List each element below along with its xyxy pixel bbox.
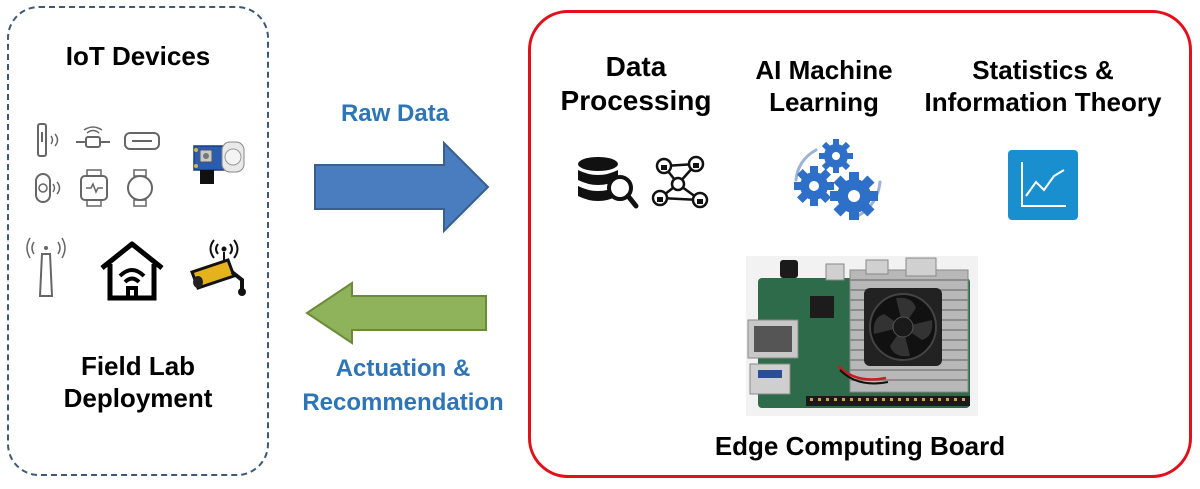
field-lab-line1: Field Lab <box>80 351 196 381</box>
network-lock-icon <box>651 155 709 209</box>
vr-headset-icon <box>124 132 160 150</box>
raw-data-label: Raw Data <box>340 100 450 127</box>
line-chart-icon <box>1008 150 1078 220</box>
smart-home-icon <box>100 241 164 301</box>
edge-board-image <box>746 256 978 416</box>
security-camera-icon <box>190 239 246 296</box>
ml-line1: AI Machine <box>755 55 893 85</box>
wearable-band-icon <box>37 123 59 157</box>
field-lab-line2: Deployment <box>63 383 213 413</box>
smartwatch-signal-icon <box>35 173 61 203</box>
sensor-module-icon <box>193 141 245 184</box>
actuation-line1: Actuation & <box>335 355 471 382</box>
data-processing-line1: Data <box>605 51 667 82</box>
ml-title: AI Machine Learning <box>736 54 912 118</box>
iot-devices-title: IoT Devices <box>65 41 211 71</box>
field-lab-label: Field Lab Deployment <box>20 350 256 414</box>
raw-data-arrow <box>314 140 490 234</box>
data-processing-title: Data Processing <box>548 50 724 118</box>
edge-panel <box>528 10 1192 478</box>
actuation-arrow <box>305 281 487 345</box>
heart-watch-icon <box>80 169 108 207</box>
data-processing-line2: Processing <box>560 85 712 116</box>
stats-line2: Information Theory <box>924 87 1162 117</box>
edge-board-label: Edge Computing Board <box>714 431 1006 461</box>
actuation-line2: Recommendation <box>302 389 504 416</box>
ml-line2: Learning <box>769 87 879 117</box>
fitness-tracker-icon <box>76 126 110 148</box>
database-search-icon <box>578 157 639 209</box>
actuation-label: Actuation & Recommendation <box>290 352 516 420</box>
router-antenna-icon <box>26 237 66 297</box>
round-watch-icon <box>127 169 153 207</box>
stats-title: Statistics & Information Theory <box>912 54 1174 118</box>
gears-icon <box>794 139 882 220</box>
iot-panel <box>7 6 269 476</box>
stats-line1: Statistics & <box>972 55 1114 85</box>
